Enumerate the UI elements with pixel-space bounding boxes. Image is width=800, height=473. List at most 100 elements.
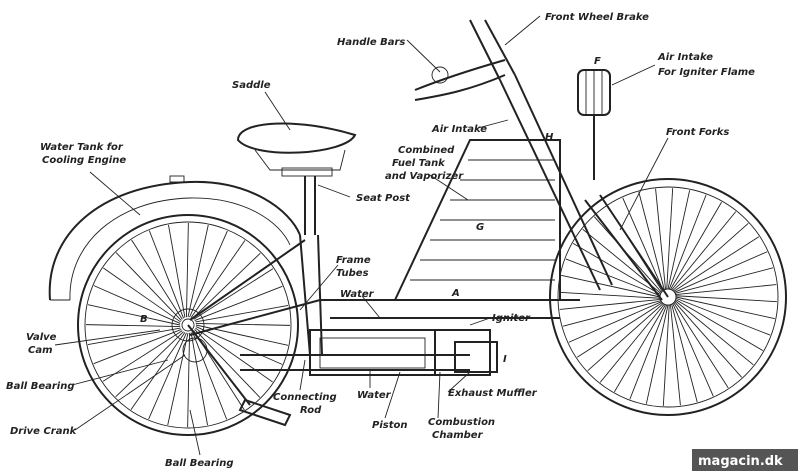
spoke: [195, 326, 283, 365]
seat-post: [304, 176, 316, 235]
spoke: [87, 327, 181, 345]
label-connecting-rod-1: Connecting: [273, 392, 337, 403]
label-valve-cam-2: Cam: [28, 345, 53, 356]
spoke: [655, 188, 666, 290]
label-seat-post: Seat Post: [356, 193, 411, 204]
label-combustion-2: Chamber: [432, 430, 484, 441]
spoke: [195, 322, 291, 326]
spoke: [587, 303, 664, 372]
front-wheel: [549, 178, 787, 416]
spoke: [195, 327, 273, 383]
labels: Front Wheel Brake Handle Bars Air Intake…: [6, 12, 755, 469]
igniter-flame-cage: [577, 69, 611, 180]
spoke: [85, 324, 181, 328]
label-water-tank-2: Cooling Engine: [42, 155, 126, 166]
label-ball-bearing-bottom: Ball Bearing: [165, 458, 234, 469]
label-handle-bars: Handle Bars: [337, 37, 405, 48]
spoke: [195, 305, 289, 323]
spoke: [568, 301, 662, 343]
spoke: [599, 303, 665, 383]
label-ball-bearing-left: Ball Bearing: [6, 381, 75, 392]
spoke: [93, 285, 181, 324]
label-exhaust-muffler: Exhaust Muffler: [448, 388, 538, 399]
spoke: [131, 239, 183, 320]
label-front-wheel-brake: Front Wheel Brake: [545, 12, 649, 23]
spoke: [666, 188, 674, 290]
spoke: [559, 291, 661, 299]
spoke: [193, 268, 274, 320]
label-air-intake: Air Intake: [431, 124, 487, 135]
spoke: [87, 304, 181, 326]
spoke: [674, 251, 768, 293]
label-frame-tubes-1: Frame: [336, 255, 371, 266]
spoke: [673, 236, 760, 292]
part-letter-i: I: [503, 354, 507, 365]
spoke: [192, 331, 228, 420]
water-tank-fender: [48, 175, 301, 301]
part-letter-g: G: [476, 222, 484, 233]
spoke: [190, 240, 246, 318]
label-saddle: Saddle: [232, 80, 271, 91]
label-air-intake-igniter-2: For Igniter Flame: [658, 67, 755, 78]
spoke: [622, 197, 664, 291]
spoke: [674, 300, 754, 366]
spoke: [675, 267, 774, 294]
label-front-forks: Front Forks: [666, 127, 729, 138]
spoke: [572, 243, 661, 295]
spoke: [670, 201, 722, 290]
label-fuel-tank-1: Combined: [398, 145, 455, 156]
spoke: [167, 332, 189, 426]
part-letter-a: A: [451, 288, 460, 299]
spoke: [673, 302, 729, 389]
saddle: [236, 122, 357, 177]
spoke: [93, 329, 182, 365]
spoke: [670, 304, 681, 406]
label-water-tank-1: Water Tank for: [40, 142, 124, 153]
label-fuel-tank-3: and Vaporizer: [385, 171, 464, 182]
spoke: [103, 267, 181, 323]
part-letter-h: H: [545, 132, 554, 143]
spoke: [187, 332, 191, 428]
spoke: [675, 295, 777, 303]
spoke: [671, 211, 737, 291]
label-frame-tubes-2: Tubes: [336, 268, 369, 279]
spoke: [194, 329, 261, 398]
label-combustion-1: Combustion: [428, 417, 495, 428]
spoke: [672, 222, 749, 291]
spoke: [187, 224, 209, 318]
spoke: [629, 304, 668, 400]
frame: [189, 74, 669, 371]
spoke: [638, 191, 665, 290]
label-water-upper: Water: [340, 289, 375, 300]
spoke: [168, 224, 186, 318]
spoke: [115, 331, 184, 398]
watermark-text: magacin.dk: [698, 454, 783, 469]
spoke: [576, 302, 663, 358]
spoke: [674, 301, 743, 378]
spoke: [194, 285, 283, 321]
spoke: [185, 222, 189, 318]
spoke: [190, 332, 208, 426]
label-connecting-rod-2: Rod: [300, 405, 322, 416]
watermark: magacin.dk: [692, 449, 798, 471]
spoke: [675, 284, 777, 295]
label-valve-cam-1: Valve: [26, 332, 57, 343]
spoke: [675, 297, 771, 336]
spoke: [667, 190, 691, 290]
spoke: [195, 324, 289, 346]
engine-block: [309, 329, 498, 376]
fuel-tank: [393, 139, 561, 301]
part-letter-b: B: [140, 314, 148, 325]
spoke: [671, 304, 698, 403]
spoke: [559, 299, 661, 310]
leader-lines: [54, 15, 669, 456]
spoke: [668, 194, 707, 290]
handle-bars: [414, 19, 516, 101]
spoke: [645, 304, 669, 404]
spoke: [662, 304, 670, 406]
label-fuel-tank-2: Fuel Tank: [392, 158, 446, 169]
spoke: [561, 274, 661, 298]
rear-wheel: [77, 214, 299, 436]
spoke: [148, 332, 187, 420]
